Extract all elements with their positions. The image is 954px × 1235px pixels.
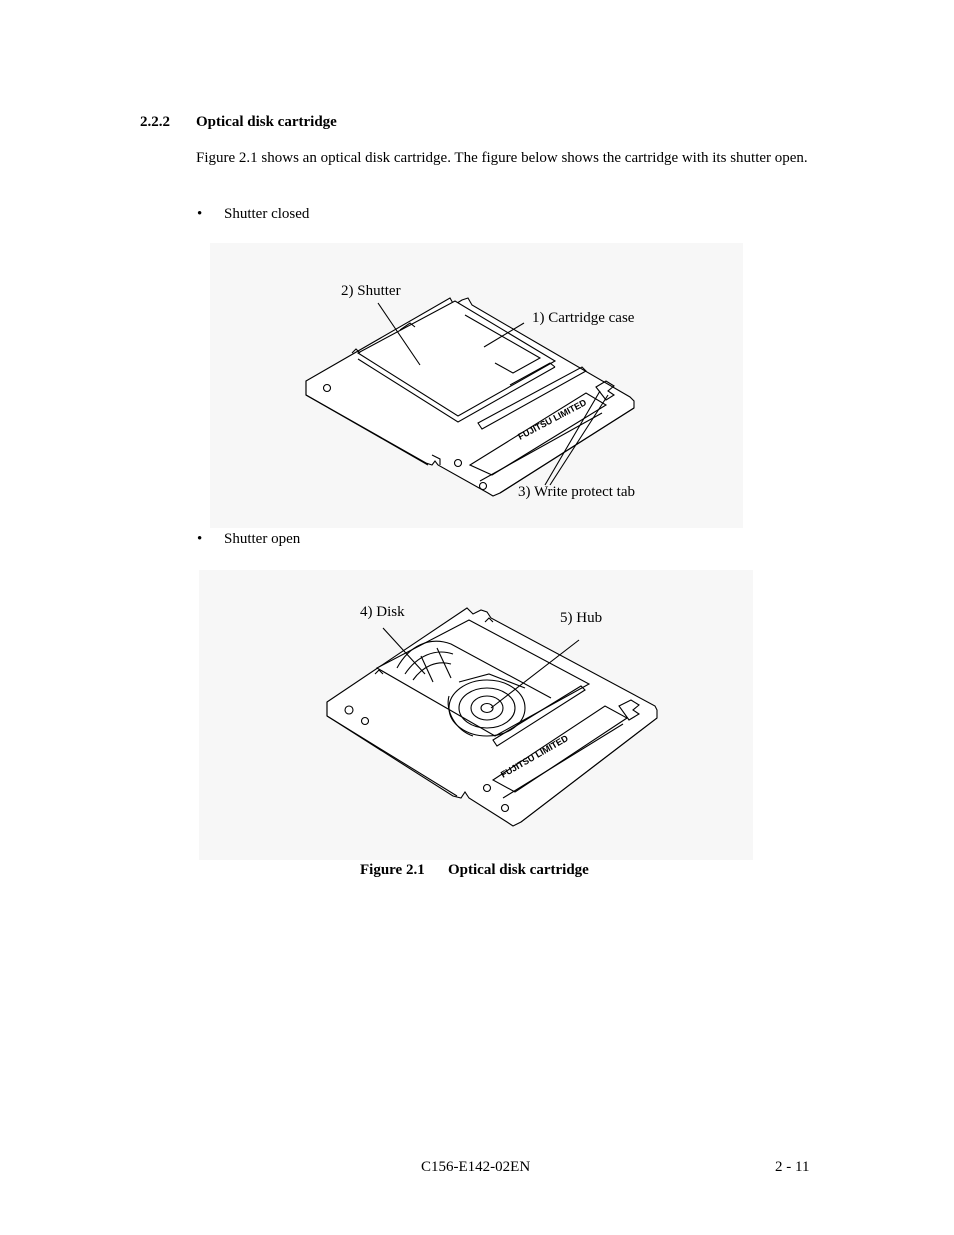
section-number: 2.2.2 [140,114,170,130]
figure-shutter-open: FUJITSU LIMITED [199,570,753,860]
footer-doc-id: C156-E142-02EN [421,1159,531,1175]
section-title: Optical disk cartridge [196,114,337,130]
intro-paragraph: Figure 2.1 shows an optical disk cartrid… [196,150,808,166]
footer-page-number: 2 - 11 [775,1159,810,1175]
bullet-label-shutter-open: Shutter open [224,531,301,547]
bullet-icon: • [197,531,203,547]
figure-caption-number: Figure 2.1 [360,862,425,878]
bullet-label-shutter-closed: Shutter closed [224,206,310,222]
figure-caption-title: Optical disk cartridge [448,862,589,878]
callout-shutter: 2) Shutter [341,283,401,299]
cartridge-open-drawing: FUJITSU LIMITED [326,607,658,827]
bullet-icon: • [197,206,203,222]
callout-disk: 4) Disk [360,604,405,620]
cartridge-closed-drawing: FUJITSU LIMITED [305,297,635,497]
figure-shutter-closed: FUJITSU LIMITED [210,243,743,528]
callout-hub: 5) Hub [560,610,603,626]
callout-cartridge-case: 1) Cartridge case [532,310,635,326]
callout-write-protect-tab: 3) Write protect tab [518,484,635,500]
